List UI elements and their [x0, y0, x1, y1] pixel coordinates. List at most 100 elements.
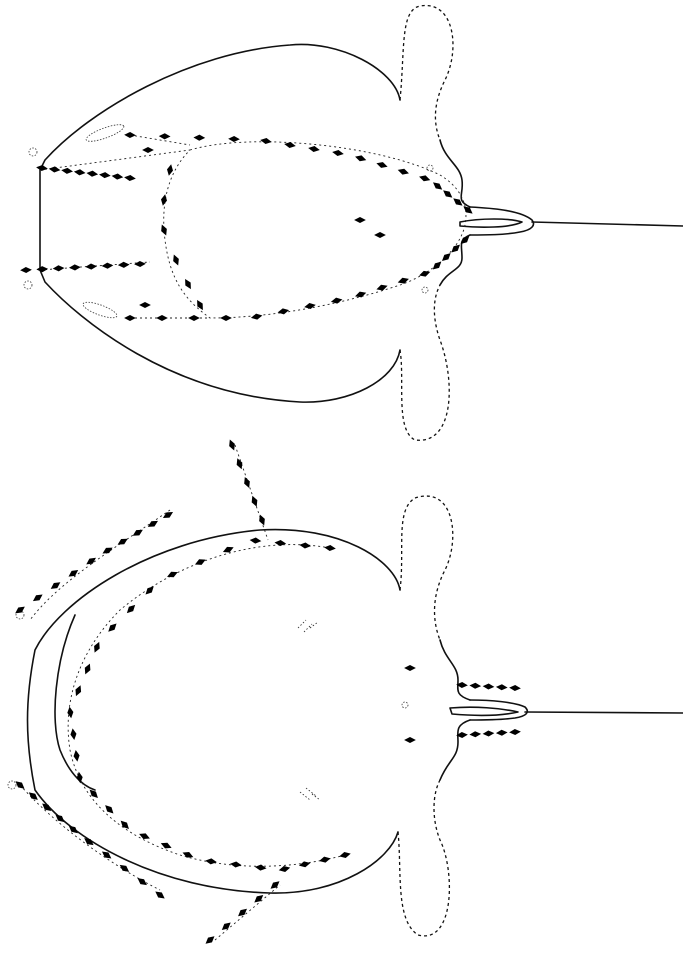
seta: [195, 558, 206, 567]
seta: [340, 851, 351, 858]
seta: [442, 189, 453, 199]
seta: [160, 134, 170, 140]
seta: [355, 217, 365, 222]
dorsal-pit-upper: [84, 121, 125, 144]
seta: [497, 684, 507, 690]
seta: [154, 890, 165, 900]
seta: [68, 568, 79, 578]
seta: [251, 313, 262, 320]
seta: [62, 168, 73, 174]
seta: [135, 261, 145, 267]
seta: [100, 172, 111, 178]
seta: [132, 528, 143, 538]
ventral-neck-lower: [440, 720, 470, 780]
seta: [309, 146, 320, 153]
seta: [183, 278, 192, 289]
seta: [258, 514, 267, 525]
seta: [172, 254, 181, 265]
seta: [182, 850, 193, 859]
seta: [87, 171, 98, 177]
seta: [102, 263, 112, 269]
seta: [70, 729, 77, 740]
seta: [102, 546, 113, 556]
seta: [483, 684, 493, 690]
dorsal-beak-inner: [460, 219, 522, 227]
seta: [270, 880, 281, 890]
seta: [70, 265, 80, 271]
dorsal-view-panel: [21, 6, 683, 441]
seta: [160, 224, 169, 235]
seta: [405, 737, 415, 742]
dorsal-socket-4: [422, 287, 428, 293]
dorsal-socket-3: [427, 165, 433, 171]
seta: [21, 267, 31, 273]
seta: [93, 642, 102, 653]
dorsal-tail-line: [532, 222, 683, 226]
seta: [470, 731, 480, 737]
seta: [376, 161, 387, 169]
seta: [325, 545, 335, 551]
ventral-pore-upper: [298, 620, 318, 632]
seta: [432, 181, 443, 191]
seta: [250, 496, 259, 507]
seta: [405, 665, 415, 670]
seta: [333, 150, 344, 157]
seta: [432, 260, 443, 271]
seta: [279, 865, 290, 872]
ventral-pore-lower: [300, 788, 320, 800]
dorsal-lower-lobe: [400, 285, 449, 440]
seta: [319, 856, 330, 863]
seta: [419, 174, 430, 182]
seta: [206, 858, 217, 864]
seta: [162, 510, 173, 520]
ventral-shield-outline: [68, 545, 345, 867]
seta: [205, 935, 216, 945]
seta: [470, 683, 480, 689]
seta: [229, 136, 239, 142]
seta: [510, 685, 520, 691]
seta: [125, 132, 135, 138]
seta: [125, 175, 136, 181]
ventral-socket-3: [402, 702, 408, 708]
dorsal-socket-1: [29, 148, 37, 156]
dorsal-neck-upper: [440, 140, 470, 207]
seta: [255, 864, 266, 870]
seta: [250, 537, 260, 543]
seta: [157, 315, 167, 320]
dorsal-shield-outline: [164, 142, 466, 318]
seta: [497, 730, 507, 736]
seta: [299, 861, 310, 868]
ventral-lower-lobe: [398, 780, 449, 936]
dorsal-upper-lobe: [400, 6, 453, 140]
seta: [37, 165, 48, 171]
ventral-front-row: [235, 445, 268, 540]
seta: [221, 315, 231, 320]
dorsal-setae: [21, 132, 474, 320]
seta: [189, 315, 199, 320]
seta: [126, 604, 137, 615]
dorsal-front-row-upper: [40, 150, 190, 170]
seta: [253, 894, 264, 904]
seta: [419, 270, 430, 278]
seta: [231, 861, 242, 867]
seta: [32, 593, 43, 603]
ventral-body-outline: [28, 530, 401, 894]
seta: [285, 142, 296, 149]
ventral-setae: [14, 439, 520, 945]
seta: [223, 545, 234, 554]
seta: [278, 308, 289, 315]
seta: [300, 542, 310, 548]
seta: [160, 195, 167, 206]
ventral-view-panel: [8, 439, 683, 945]
seta: [398, 277, 409, 285]
seta: [119, 863, 130, 873]
ventral-neck-upper: [440, 640, 470, 700]
seta: [139, 832, 150, 841]
dorsal-body-outline: [40, 44, 400, 402]
ventral-inner-curve: [55, 615, 95, 790]
seta: [510, 729, 520, 735]
seta: [73, 751, 80, 762]
seta: [112, 173, 123, 179]
